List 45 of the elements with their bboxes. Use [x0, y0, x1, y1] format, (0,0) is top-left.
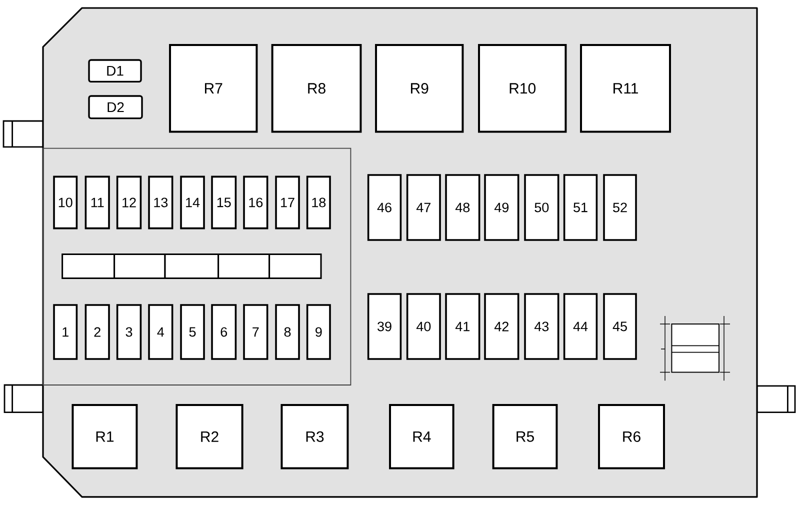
fuse-slot: 42	[484, 293, 520, 360]
fuse-slot: 45	[603, 293, 637, 360]
relay-box: R3	[280, 404, 349, 470]
fuse-slot: 48	[445, 174, 480, 241]
diode-slot: D1	[88, 59, 142, 83]
fuse-slot: 16	[243, 176, 268, 230]
fuse-slot: 10	[53, 176, 78, 230]
fuse-slot: 12	[116, 176, 142, 230]
fuse-slot: 39	[367, 293, 402, 360]
fuse-slot: 11	[84, 176, 110, 230]
relay-box: R10	[478, 44, 567, 133]
relay-box: R4	[389, 404, 454, 470]
diode-slot: D2	[88, 95, 143, 120]
fuse-slot: 41	[445, 293, 480, 360]
fuse-slot: 8	[275, 304, 300, 360]
fuse-slot: 1	[53, 304, 78, 360]
fuse-slot: 18	[306, 176, 331, 230]
fuse-slot: 4	[148, 304, 174, 360]
fuse-slot: 3	[116, 304, 142, 360]
fuse-slot: 46	[367, 174, 402, 241]
fuse-slot: 51	[563, 174, 598, 241]
relay-box: R2	[176, 404, 244, 470]
fuse-slot: 14	[180, 176, 205, 230]
relay-box: R9	[375, 44, 464, 133]
fuse-slot: 2	[84, 304, 110, 360]
fuse-slot: 6	[211, 304, 237, 360]
fuse-slot: 40	[406, 293, 441, 360]
fuse-slot: 49	[484, 174, 520, 241]
relay-box: R7	[169, 44, 258, 133]
fuse-slot: 47	[406, 174, 441, 241]
fuse-slot: 5	[180, 304, 205, 360]
fuse-slot: 52	[603, 174, 637, 241]
fuse-slot: 7	[243, 304, 268, 360]
fuse-slot: 15	[211, 176, 237, 230]
fuse-slot: 44	[563, 293, 598, 360]
fuse-slot: 17	[275, 176, 300, 230]
relay-box: R11	[580, 44, 671, 133]
fuse-slot: 43	[524, 293, 560, 360]
relay-box: R6	[598, 404, 665, 470]
relay-box: R5	[492, 404, 558, 470]
fuse-slot: 13	[148, 176, 174, 230]
relay-box: R1	[72, 404, 138, 470]
fuse-slot: 9	[306, 304, 331, 360]
relay-box: R8	[271, 44, 362, 133]
fuse-slot: 50	[524, 174, 560, 241]
